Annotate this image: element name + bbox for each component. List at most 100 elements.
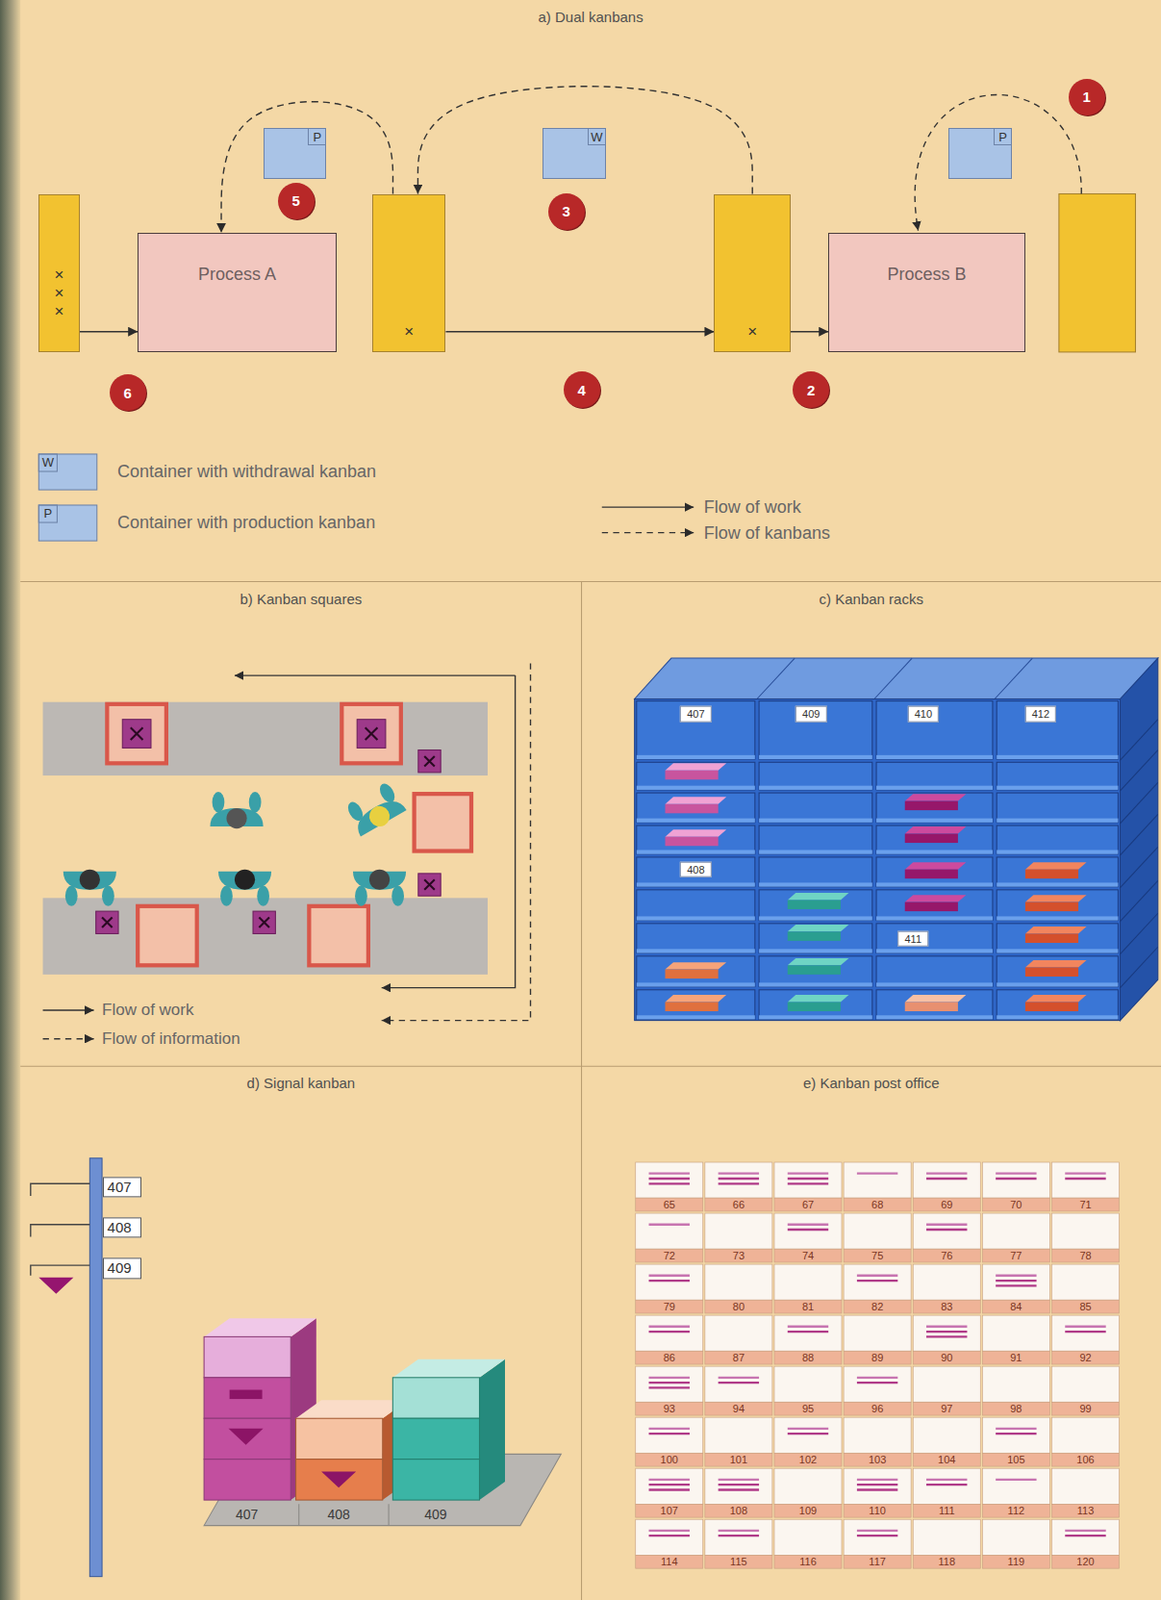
post-office-box <box>1051 1212 1119 1249</box>
rack-cell <box>758 982 873 986</box>
rack-cell <box>876 755 993 759</box>
kanban-letter: P <box>993 128 1011 146</box>
rack-cell <box>636 701 756 759</box>
kanban-letter: P <box>307 128 326 146</box>
post-office-box <box>635 1212 704 1249</box>
rack-tag: 407 <box>680 706 711 723</box>
post-office-box <box>635 1161 1120 1568</box>
post-box-number: 108 <box>730 1504 748 1517</box>
post-office-box <box>857 1478 898 1481</box>
post-office-box <box>843 1350 911 1364</box>
post-box-number: 83 <box>940 1300 953 1313</box>
kanban-card-stack <box>1025 933 1079 943</box>
kanban-card-stack <box>905 861 967 869</box>
worker <box>354 885 368 907</box>
post-box-number: 77 <box>1009 1249 1022 1262</box>
post-office-box <box>912 1161 981 1212</box>
stack-408 <box>296 1459 383 1500</box>
post-office-box <box>774 1518 842 1555</box>
kanban-rack <box>757 657 1033 699</box>
post-office-box <box>912 1518 981 1568</box>
post-box-number: 87 <box>732 1351 745 1364</box>
post-office-box <box>1051 1314 1119 1364</box>
rack-cell <box>636 761 756 790</box>
kanban-card-stack <box>905 1002 959 1012</box>
rack-cell <box>636 818 756 823</box>
signal-tag: 407 <box>102 1176 142 1197</box>
cross-mark <box>101 727 435 928</box>
post-office-box <box>995 1427 1036 1430</box>
kanban-card-stack <box>905 894 967 911</box>
post-office-box <box>912 1212 981 1262</box>
rack-cell <box>876 982 993 986</box>
kanban-card-stack <box>905 994 967 1002</box>
kanban-card-stack <box>665 829 728 846</box>
stack-409 <box>392 1359 505 1500</box>
post-office-box <box>649 1223 690 1226</box>
post-office-box <box>649 1432 690 1435</box>
post-box-number: 82 <box>871 1300 884 1313</box>
signal-triangle <box>38 1277 74 1294</box>
post-office-box <box>982 1518 1050 1555</box>
post-office-box <box>843 1416 911 1466</box>
post-box-number: 114 <box>660 1555 679 1568</box>
rack-cell <box>636 701 1159 1020</box>
post-office-box <box>857 1529 898 1532</box>
kanban-rack <box>1120 657 1159 1021</box>
post-office-box <box>718 1381 759 1384</box>
rack-cell <box>1120 782 1159 823</box>
stack-408 <box>296 1399 409 1418</box>
legend-sample <box>602 505 694 507</box>
post-office-box <box>649 1172 690 1175</box>
post-office-box <box>912 1197 981 1212</box>
kanban-card-stack <box>1025 1002 1079 1012</box>
post-office-box <box>705 1365 773 1415</box>
floor-number: 407 <box>235 1506 258 1522</box>
post-office-box <box>705 1416 773 1453</box>
part-square <box>418 750 441 773</box>
rack-cell <box>636 792 756 823</box>
rack-cell <box>1120 719 1159 760</box>
post-office-box <box>912 1518 981 1555</box>
page-edge <box>0 0 21 1600</box>
container: × <box>713 194 791 353</box>
worker <box>377 781 399 806</box>
signal-hook <box>30 1224 91 1237</box>
rack-cell <box>636 882 756 886</box>
rack-cell <box>996 882 1118 886</box>
post-office-box <box>635 1365 704 1402</box>
post-office-box <box>635 1350 704 1364</box>
post-office-box <box>926 1177 967 1180</box>
part-square <box>96 910 119 934</box>
rack-cell <box>636 948 756 953</box>
rack-cell <box>636 915 756 920</box>
rack-tag: 409 <box>795 706 827 723</box>
kanban-square <box>137 906 198 966</box>
kanban-card-stack <box>1025 959 1087 967</box>
worker <box>391 885 404 907</box>
post-office-box <box>982 1452 1050 1466</box>
floor <box>203 1453 561 1525</box>
kanban-card-stack <box>787 892 850 900</box>
part-square <box>252 910 276 934</box>
rack-cell <box>758 1014 873 1019</box>
rack-cell <box>1120 912 1159 954</box>
post-office-box <box>843 1401 911 1415</box>
post-office-box <box>705 1263 773 1313</box>
rack-cell <box>1120 946 1159 987</box>
rack-cell <box>758 761 873 790</box>
signal-pole <box>89 1158 102 1577</box>
panel: c) Kanban racks <box>581 581 1161 1067</box>
post-office-box <box>926 1325 967 1328</box>
post-office-box <box>1051 1452 1119 1466</box>
rack-cell <box>636 889 756 921</box>
post-office-box <box>787 1427 829 1430</box>
worker <box>256 885 270 907</box>
post-office-box <box>843 1197 911 1212</box>
part-mark: × <box>744 322 761 341</box>
panel: PWP× × ×Process A××Process Ba) Dual kanb… <box>20 0 1161 582</box>
container: × <box>372 194 446 353</box>
post-office-box <box>705 1248 773 1262</box>
post-office-box <box>635 1212 704 1262</box>
